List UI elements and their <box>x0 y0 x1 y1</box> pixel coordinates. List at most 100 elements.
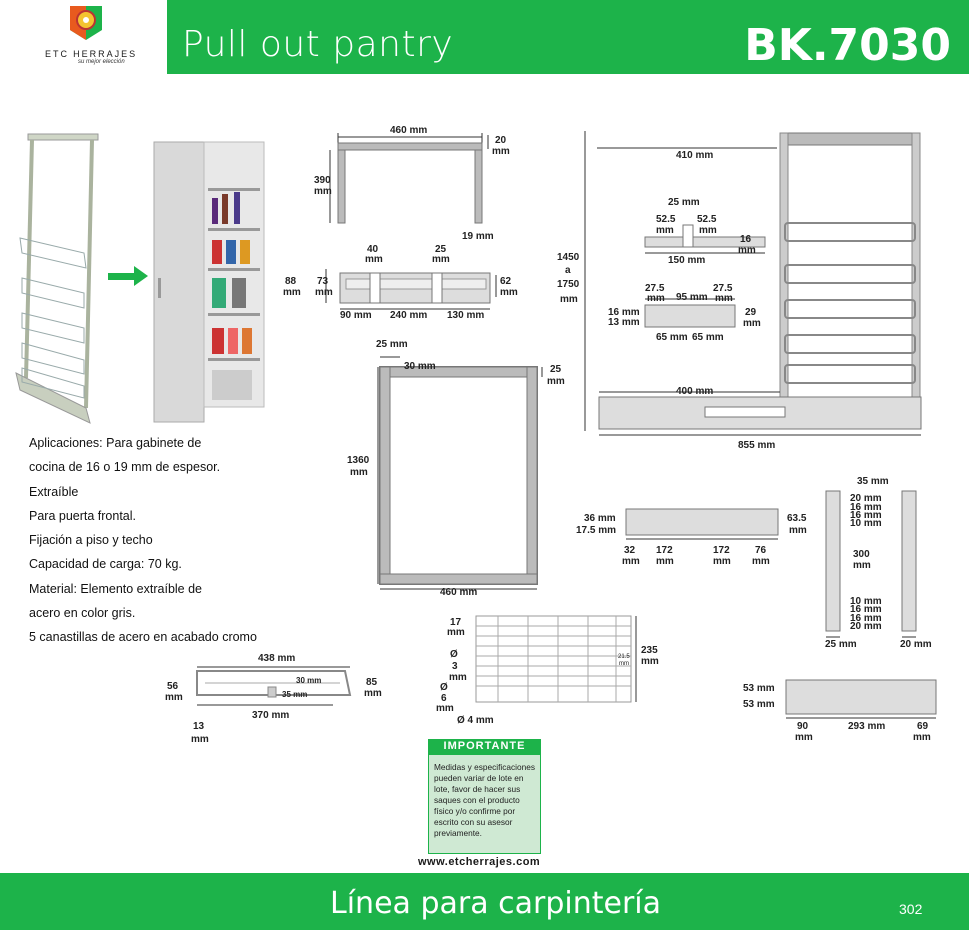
dim-label: 32 <box>624 545 636 556</box>
dim-label: mm <box>656 225 674 236</box>
dim-label: mm <box>314 186 332 197</box>
dim-label: 25 mm <box>825 639 857 650</box>
dim-label: 95 mm <box>676 292 708 303</box>
logo-area: ETC HERRAJES su mejor elección <box>0 0 167 74</box>
dim-label: mm <box>432 254 450 265</box>
dim-label: Ø <box>440 682 448 693</box>
dim-label: 65 mm <box>692 332 724 343</box>
brand-sub: HERRAJES <box>73 49 138 59</box>
pantry-frame-photo <box>15 133 99 424</box>
dim-label: 30 mm <box>404 361 436 372</box>
website-link[interactable]: www.etcherrajes.com <box>418 856 541 868</box>
dim-label: 370 mm <box>252 710 290 721</box>
dim-label: mm <box>743 318 761 329</box>
dim-label: mm <box>795 732 813 743</box>
dim-label: mm <box>365 254 383 265</box>
dim-label: 40 <box>367 244 379 255</box>
dim-label: 438 mm <box>258 653 296 664</box>
dim-label: mm <box>447 627 465 638</box>
dim-label: 21.5 <box>618 654 630 660</box>
dim-label: 390 <box>314 175 331 186</box>
dim-label: mm <box>364 688 382 699</box>
dim-label: mm <box>913 732 931 743</box>
dim-label: 30 mm <box>296 676 322 685</box>
dim-label: 65 mm <box>656 332 688 343</box>
basket-side-drawing <box>196 666 352 706</box>
dim-label: 76 <box>755 545 767 556</box>
dim-label: Ø <box>450 649 458 660</box>
dim-label: 20 mm <box>850 493 882 504</box>
dim-label: 235 <box>641 645 658 656</box>
spec-line: Material: Elemento extraíble de <box>29 582 203 596</box>
dim-label: mm <box>492 146 510 157</box>
dim-label: 52.5 <box>697 214 717 225</box>
dim-label: 16 mm <box>850 510 882 521</box>
dim-label: mm <box>547 376 565 387</box>
dim-label: mm <box>738 245 756 256</box>
dim-label: 460 mm <box>390 125 428 136</box>
dim-label: 1750 <box>557 279 580 290</box>
dim-label: 172 <box>656 545 673 556</box>
spec-line: Para puerta frontal. <box>29 509 137 523</box>
dim-label: 90 mm <box>340 310 372 321</box>
dim-label: 25 <box>550 364 562 375</box>
dim-label: 88 <box>285 276 297 287</box>
dim-label: 172 <box>713 545 730 556</box>
dim-label: mm <box>619 661 629 667</box>
dim-label: 1360 <box>347 455 370 466</box>
dim-label: 56 <box>167 681 179 692</box>
basket-grid-drawing <box>475 615 637 703</box>
important-heading: IMPORTANTE <box>428 739 541 754</box>
dim-label: 13 <box>193 721 205 732</box>
dim-label: Ø 4 mm <box>457 715 494 726</box>
page-title: Pull out pantry <box>182 24 454 65</box>
dim-label: 35 mm <box>282 690 308 699</box>
dim-label: 73 <box>317 276 329 287</box>
spec-line: acero en color gris. <box>29 606 136 620</box>
dim-label: 20 mm <box>900 639 932 650</box>
dim-label: mm <box>283 287 301 298</box>
bottom-rail-drawing <box>785 679 937 719</box>
dim-label: 6 <box>441 693 447 704</box>
dim-label: 17.5 mm <box>576 525 617 536</box>
dim-label: 13 mm <box>608 317 640 328</box>
dim-label: 20 <box>495 135 507 146</box>
footer-title: Línea para carpintería <box>330 886 661 921</box>
dim-label: 25 <box>435 244 447 255</box>
arrow-right-icon <box>108 266 148 286</box>
dim-label: mm <box>853 560 871 571</box>
header-bar <box>167 0 969 74</box>
dim-label: 16 mm <box>850 604 882 615</box>
dim-label: 29 <box>745 307 757 318</box>
dim-label: 20 mm <box>850 621 882 632</box>
dim-label: mm <box>699 225 717 236</box>
dim-label: mm <box>350 467 368 478</box>
dim-label: mm <box>191 734 209 745</box>
dim-label: 16 mm <box>850 502 882 513</box>
runner-drawing <box>625 508 779 540</box>
spec-line: cocina de 16 o 19 mm de espesor. <box>29 460 221 474</box>
page-number: 302 <box>899 901 923 917</box>
frame-drawing <box>377 356 543 590</box>
dim-label: a <box>565 265 571 276</box>
dim-label: 90 <box>797 721 809 732</box>
dim-label: 63.5 <box>787 513 807 524</box>
dim-label: mm <box>560 294 578 305</box>
dim-label: mm <box>641 656 659 667</box>
spec-line: Aplicaciones: Para gabinete de <box>29 436 202 450</box>
dim-label: 53 mm <box>743 699 775 710</box>
dim-label: mm <box>500 287 518 298</box>
brand-name: ETC HERRAJES <box>45 44 137 61</box>
dim-label: mm <box>789 525 807 536</box>
dim-label: 85 <box>366 677 378 688</box>
dim-label: mm <box>752 556 770 567</box>
dim-label: 240 mm <box>390 310 428 321</box>
spec-line: Extraíble <box>29 485 79 499</box>
dim-label: 35 mm <box>857 476 889 487</box>
side-elevation-drawing <box>584 131 922 436</box>
dim-label: 855 mm <box>738 440 776 451</box>
dim-label: 10 mm <box>850 518 882 529</box>
dim-label: 53 mm <box>743 683 775 694</box>
dim-label: mm <box>449 672 467 683</box>
product-code: BK.7030 <box>744 20 951 71</box>
